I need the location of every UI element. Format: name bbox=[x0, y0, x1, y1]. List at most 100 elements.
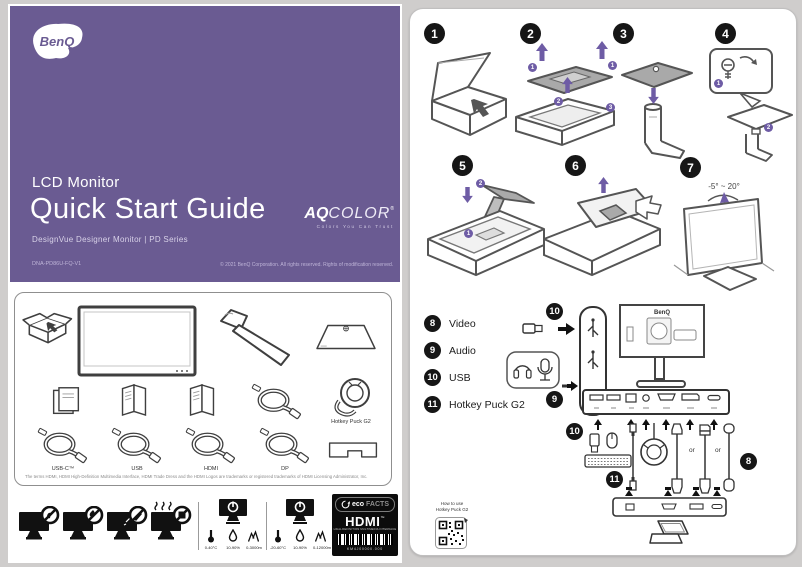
altitude-icon bbox=[248, 530, 259, 542]
base-arm-drawing bbox=[621, 62, 693, 159]
hdmi-trademark-disclaimer: The terms HDMI, HDMI High-Definition Mul… bbox=[25, 474, 368, 479]
legend-badge-11: 11 bbox=[424, 396, 441, 413]
legend-label-hotkey-puck: Hotkey Puck G2 bbox=[449, 398, 525, 411]
cover-hero: BenQ LCD Monitor Quick Start Guide Desig… bbox=[10, 6, 400, 282]
step-4-badge: 4 bbox=[715, 23, 736, 44]
step-7-badge: 7 bbox=[680, 157, 701, 178]
laptop-icon bbox=[649, 520, 689, 544]
lift-arrow bbox=[598, 177, 609, 193]
usb-cable-icon bbox=[111, 427, 163, 465]
operating-altitude: 0-3000m bbox=[246, 545, 262, 550]
cable-label-hdmi: HDMI bbox=[203, 466, 219, 472]
barcode-number: KM4J00000.000 bbox=[347, 547, 383, 551]
operating-conditions: 0-40°C 10-90% 0-3000m bbox=[204, 496, 262, 556]
step-1-badge: 1 bbox=[424, 23, 445, 44]
power-monitor-icon bbox=[219, 499, 247, 524]
legend-label-video: Video bbox=[449, 317, 476, 330]
usb-b-cable bbox=[629, 423, 637, 491]
warranty-card-icon bbox=[52, 387, 80, 415]
step-5-attach-stand-illustration: 2 1 bbox=[424, 177, 549, 289]
package-contents-box: Hotkey Puck G2 USB-C™ USB HDMI DP The te… bbox=[14, 292, 392, 486]
footer-divider bbox=[198, 502, 199, 550]
usb-side-badge: 10 bbox=[546, 303, 563, 320]
substep-badge: 3 bbox=[606, 103, 615, 112]
aqcolor-reg: ® bbox=[390, 206, 394, 212]
facts-text: FACTS bbox=[366, 501, 389, 508]
substep-badge: 2 bbox=[554, 97, 563, 106]
cable-label-dp: DP bbox=[281, 466, 289, 472]
eco-text: eco bbox=[351, 501, 365, 508]
hotkey-puck-label: Hotkey Puck G2 bbox=[331, 419, 371, 425]
step-6-badge: 6 bbox=[565, 155, 586, 176]
instructions-page: 1 2 3 4 5 6 7 bbox=[409, 8, 797, 556]
lift-arrow bbox=[562, 77, 573, 93]
usb-drive-icon bbox=[522, 323, 543, 334]
legend-badge-10: 10 bbox=[424, 369, 441, 386]
aqcolor-tagline: Colors You Can Trust bbox=[316, 224, 394, 229]
aqcolor-light: COLOR bbox=[328, 205, 391, 222]
copyright-notice: © 2021 BenQ Corporation. All rights rese… bbox=[220, 262, 394, 268]
attach-arrow bbox=[462, 187, 473, 203]
dp-cable-icon bbox=[259, 427, 311, 465]
legend-label-audio: Audio bbox=[449, 344, 476, 357]
cushion-lift-drawing bbox=[515, 66, 615, 147]
side-io-panel bbox=[579, 306, 607, 416]
recycle-icon bbox=[341, 500, 350, 509]
part-number: DNA-PD86U-FQ-V1 bbox=[32, 261, 82, 267]
step-3-attach-base-illustration bbox=[606, 47, 701, 159]
stand-arm-icon bbox=[220, 309, 290, 366]
hdmi-cable-icon bbox=[185, 427, 237, 465]
operating-humidity: 10-90% bbox=[226, 545, 240, 550]
warning-no-sharp-objects-icon bbox=[107, 506, 148, 540]
audio-badge: 9 bbox=[546, 391, 563, 408]
connection-legend: 8 Video 9 Audio 10 USB 11 Hotkey Puck G2 bbox=[424, 315, 525, 413]
safety-booklet-icon bbox=[187, 381, 217, 419]
benq-logo: BenQ bbox=[33, 23, 83, 59]
substep-badge: 1 bbox=[528, 63, 537, 72]
humidity-drop-icon bbox=[295, 529, 305, 542]
warning-no-touch-icon bbox=[19, 506, 60, 540]
stand-to-monitor-drawing bbox=[427, 184, 545, 277]
storage-altitude: 0-12000m bbox=[312, 545, 331, 550]
monitor-brand-text: BenQ bbox=[654, 310, 670, 316]
usb-c-cable bbox=[723, 423, 735, 492]
substep-badge: 2 bbox=[764, 123, 773, 132]
product-type: LCD Monitor bbox=[32, 174, 120, 191]
stand-base-icon bbox=[316, 324, 376, 350]
aqcolor-bold: AQ bbox=[304, 205, 329, 222]
legend-item-video: 8 Video bbox=[424, 315, 525, 332]
legend-item-hotkey-puck: 11 Hotkey Puck G2 bbox=[424, 396, 525, 413]
monitor-port-strip bbox=[582, 389, 730, 415]
usbc-cable-icon bbox=[37, 427, 89, 465]
connect-arrow-icon bbox=[558, 323, 575, 335]
guide-booklet-icon bbox=[119, 381, 149, 419]
legend-item-usb: 10 USB bbox=[424, 369, 525, 386]
step-2-badge: 2 bbox=[520, 23, 541, 44]
monitor-rear-view: BenQ bbox=[619, 304, 705, 388]
step-1-open-box-illustration bbox=[431, 52, 507, 136]
or-label: or bbox=[715, 447, 721, 454]
attach-arrow bbox=[648, 88, 659, 104]
legend-badge-8: 8 bbox=[424, 315, 441, 332]
port-arrows bbox=[594, 419, 718, 430]
benq-logo-text: BenQ bbox=[40, 34, 75, 49]
operating-temp: 0-40°C bbox=[204, 545, 218, 550]
warning-no-press-icon bbox=[63, 506, 104, 540]
barcode bbox=[337, 534, 393, 545]
open-box-icon bbox=[22, 312, 73, 344]
audio-plug-arrow-icon bbox=[562, 381, 578, 391]
legend-badge-9: 9 bbox=[424, 342, 441, 359]
usb-devices-badge: 10 bbox=[566, 423, 583, 440]
hdmi-cable bbox=[671, 423, 683, 494]
warning-no-heat-icon bbox=[151, 501, 192, 540]
humidity-drop-icon bbox=[228, 529, 238, 542]
storage-temp: -20-60°C bbox=[269, 545, 287, 550]
legend-label-usb: USB bbox=[449, 371, 471, 384]
pc-port-strip bbox=[612, 497, 727, 517]
legend-item-audio: 9 Audio bbox=[424, 342, 525, 359]
lift-monitor-drawing bbox=[543, 188, 662, 277]
aqcolor-logo: AQCOLOR® Colors You Can Trust bbox=[288, 206, 394, 230]
qr-caption-line1: How to use bbox=[440, 501, 464, 506]
